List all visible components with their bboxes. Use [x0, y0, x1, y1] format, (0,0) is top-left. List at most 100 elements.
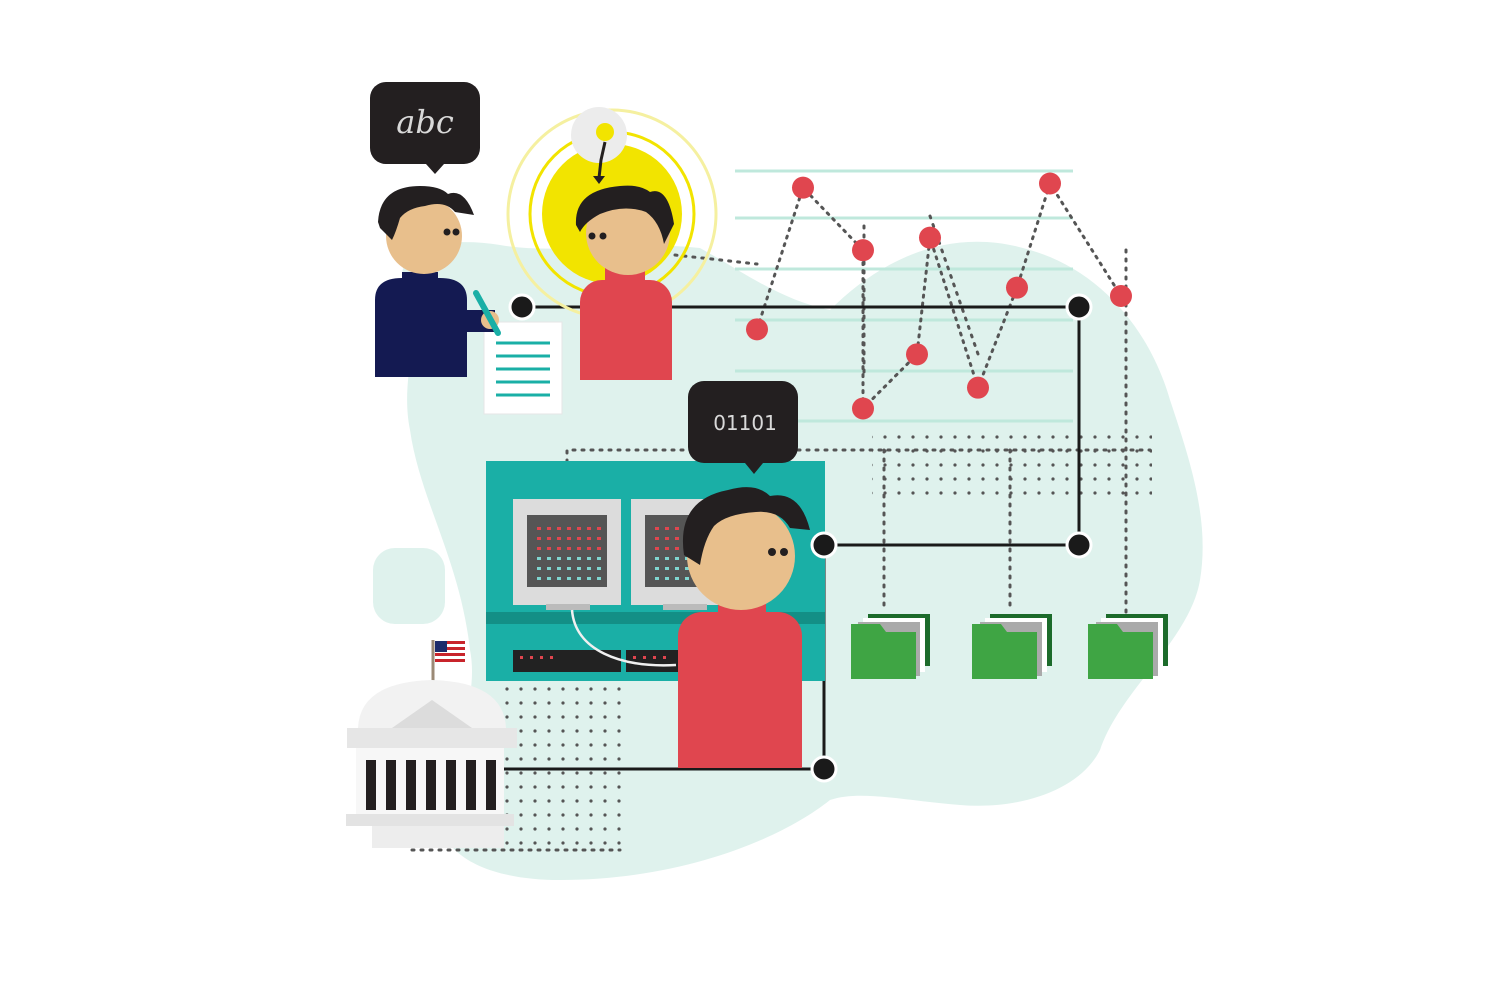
screen-pixel — [567, 577, 571, 580]
screen-pixel — [587, 577, 591, 580]
screen-pixel — [587, 567, 591, 570]
screen-pixel — [547, 527, 551, 530]
screen-pixel — [547, 537, 551, 540]
screen-pixel — [685, 577, 689, 580]
screen-pixel — [597, 557, 601, 560]
screen-pixel — [537, 557, 541, 560]
screen-pixel — [547, 557, 551, 560]
screen-pixel — [577, 567, 581, 570]
screen-pixel — [597, 537, 601, 540]
screen-pixel — [675, 557, 679, 560]
coder-speech-bubble — [688, 381, 798, 474]
screen-pixel — [557, 547, 561, 550]
screen-pixel — [577, 537, 581, 540]
screen-pixel — [655, 577, 659, 580]
screen-pixel — [547, 577, 551, 580]
screen-pixel — [537, 537, 541, 540]
us-flag-icon — [435, 641, 465, 663]
document-icon — [483, 321, 563, 415]
screen-pixel — [665, 577, 669, 580]
screen-pixel — [567, 537, 571, 540]
lightbulb-icon — [571, 107, 627, 184]
screen-pixel — [537, 527, 541, 530]
screen-pixel — [537, 547, 541, 550]
screen-pixel — [675, 537, 679, 540]
person-computer-icon — [678, 487, 810, 768]
plot-gridlines — [735, 169, 1073, 423]
server-led — [643, 656, 646, 659]
screen-pixel — [567, 527, 571, 530]
screen-pixel — [557, 577, 561, 580]
plot-point — [967, 376, 989, 399]
government-building-icon — [346, 640, 517, 848]
screen-pixel — [537, 567, 541, 570]
plot-point — [792, 176, 814, 199]
screen-pixel — [557, 537, 561, 540]
plot-point — [852, 397, 874, 420]
screen-pixel — [577, 527, 581, 530]
screen-pixel — [675, 527, 679, 530]
plot-point — [906, 343, 928, 366]
server-led — [633, 656, 636, 659]
server-led — [540, 656, 543, 659]
screen-pixel — [537, 577, 541, 580]
small-blob — [373, 548, 445, 624]
screen-pixel — [557, 567, 561, 570]
dot-grid-right — [872, 432, 1152, 504]
plot-point — [852, 239, 874, 262]
screen-pixel — [655, 557, 659, 560]
plot-line — [755, 179, 1123, 413]
screen-pixel — [587, 557, 591, 560]
folder-icon — [851, 614, 930, 679]
screen-pixel — [587, 537, 591, 540]
screen-pixel — [685, 557, 689, 560]
screen-pixel — [685, 567, 689, 570]
screen-pixel — [597, 547, 601, 550]
folder-icon — [1088, 614, 1168, 679]
screen-pixel — [655, 527, 659, 530]
screen-pixel — [577, 557, 581, 560]
server-led — [653, 656, 656, 659]
screen-pixel — [547, 547, 551, 550]
screen-pixel — [587, 547, 591, 550]
folder-icon — [972, 614, 1052, 679]
screen-pixel — [655, 547, 659, 550]
screen-pixel — [675, 567, 679, 570]
screen-pixel — [557, 527, 561, 530]
plot-point — [1039, 172, 1061, 195]
writer-bubble-text: abc — [396, 103, 454, 141]
screen-pixel — [597, 527, 601, 530]
server-led — [663, 656, 666, 659]
network-nodes — [508, 293, 1093, 783]
plot-point — [746, 318, 768, 341]
line-plot — [746, 172, 1132, 420]
person-idea-icon — [506, 108, 718, 380]
server-led — [530, 656, 533, 659]
screen-pixel — [577, 577, 581, 580]
screen-pixel — [675, 577, 679, 580]
screen-pixel — [557, 557, 561, 560]
screen-pixel — [665, 537, 669, 540]
server-led — [550, 656, 553, 659]
writer-speech-bubble — [370, 82, 480, 174]
screen-pixel — [665, 547, 669, 550]
coder-bubble-text: 01101 — [713, 411, 777, 435]
screen-pixel — [567, 557, 571, 560]
screen-pixel — [577, 547, 581, 550]
screen-pixel — [675, 547, 679, 550]
screen-pixel — [567, 547, 571, 550]
plot-point — [919, 226, 941, 249]
screen-pixel — [587, 527, 591, 530]
server-led — [520, 656, 523, 659]
screen-pixel — [597, 567, 601, 570]
person-writing-icon — [375, 186, 501, 377]
screen-pixel — [567, 567, 571, 570]
plot-point — [1006, 276, 1028, 299]
screen-pixel — [597, 577, 601, 580]
screen-pixel — [665, 527, 669, 530]
screen-pixel — [665, 557, 669, 560]
screen-pixel — [655, 537, 659, 540]
screen-pixel — [665, 567, 669, 570]
screen-pixel — [547, 567, 551, 570]
